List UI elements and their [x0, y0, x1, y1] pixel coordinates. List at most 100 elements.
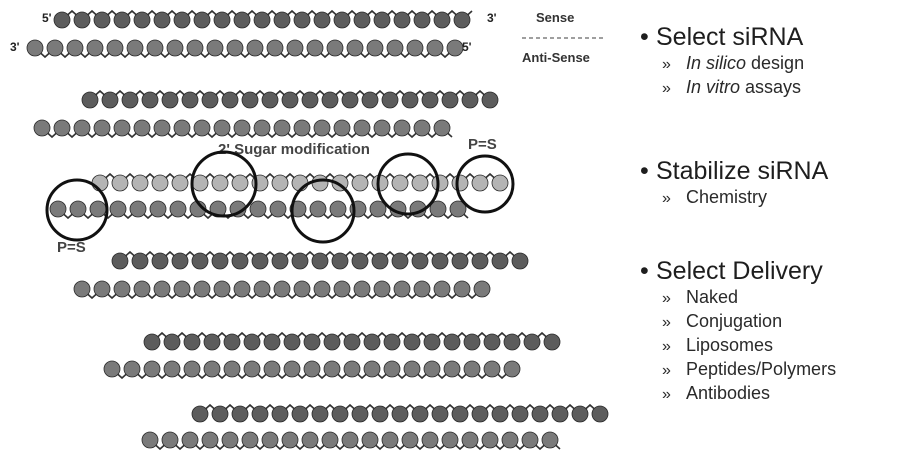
strand-antisense-4-bead: [473, 280, 491, 298]
strand-sense-2-bead: [461, 91, 479, 109]
strand-antisense-1-bead: [306, 39, 324, 57]
group-stabilize-sirna: •Stabilize siRNA »Chemistry: [640, 156, 828, 210]
strand-sense-6-bead: [411, 405, 429, 423]
label-sense-5prime: 5': [42, 11, 52, 25]
strand-antisense-6-bead: [241, 431, 259, 449]
strand-sense-5-bead: [503, 333, 521, 351]
strand-sense-6-bead: [471, 405, 489, 423]
strand-antisense-6-bead: [221, 431, 239, 449]
strand-sense-4-bead: [351, 252, 369, 270]
strand-sense-1-bead: [213, 11, 231, 29]
strand-sense-2-bead: [121, 91, 139, 109]
strand-sense-3-bead: [451, 174, 469, 192]
strand-antisense-1-bead: [326, 39, 344, 57]
strand-antisense-6-bead: [441, 431, 459, 449]
strand-sense-5-bead: [283, 333, 301, 351]
strand-sense-4-bead: [171, 252, 189, 270]
strand-antisense-2-bead: [213, 119, 231, 137]
bullet-glyph: •: [640, 23, 649, 51]
strand-sense-1-bead: [153, 11, 171, 29]
strand-sense-2: [81, 89, 499, 109]
strand-antisense-1-bead: [246, 39, 264, 57]
strand-sense-6-bead: [231, 405, 249, 423]
strand-antisense-2-bead: [193, 119, 211, 137]
strand-antisense-3-bead: [449, 200, 467, 218]
strand-sense-2-bead: [321, 91, 339, 109]
strand-sense-5-bead: [383, 333, 401, 351]
strand-sense-1-bead: [353, 11, 371, 29]
strand-sense-4-bead: [371, 252, 389, 270]
strand-antisense-4-bead: [133, 280, 151, 298]
strand-sense-1-bead: [193, 11, 211, 29]
group-select-delivery: •Select Delivery »Naked »Conjugation »Li…: [640, 256, 836, 406]
strand-antisense-1-bead: [266, 39, 284, 57]
strand-antisense-6-bead: [161, 431, 179, 449]
sub-bullet-glyph: »: [662, 56, 671, 73]
strand-sense-1-bead: [413, 11, 431, 29]
strand-sense-4-bead: [431, 252, 449, 270]
strand-sense-2-bead: [101, 91, 119, 109]
strand-sense-1: [53, 9, 473, 29]
strand-sense-6-bead: [391, 405, 409, 423]
strand-antisense-1-bead: [166, 39, 184, 57]
strand-sense-6-bead: [311, 405, 329, 423]
item-in-silico-design: »In silico design: [662, 52, 804, 76]
strand-antisense-2-bead: [373, 119, 391, 137]
strand-antisense-4-bead: [73, 280, 91, 298]
strand-sense-1-bead: [273, 11, 291, 29]
strand-sense-5-bead: [523, 333, 541, 351]
strand-antisense-4-bead: [453, 280, 471, 298]
strand-sense-4-bead: [291, 252, 309, 270]
strand-antisense-5-bead: [343, 360, 361, 378]
strand-antisense-5-bead: [123, 360, 141, 378]
item-text: Peptides/Polymers: [686, 359, 837, 379]
strand-antisense-1-bead: [406, 39, 424, 57]
strand-sense-2-bead: [301, 91, 319, 109]
strand-antisense-5-bead: [463, 360, 481, 378]
strand-antisense-2-bead: [173, 119, 191, 137]
strand-antisense-2-bead: [353, 119, 371, 137]
strand-antisense-4-bead: [233, 280, 251, 298]
strand-sense-2-bead: [281, 91, 299, 109]
strand-sense-1-bead: [433, 11, 451, 29]
label-antisense-3prime: 3': [10, 40, 20, 54]
sub-bullet-glyph: »: [662, 314, 671, 331]
strand-sense-4-bead: [331, 252, 349, 270]
strand-antisense-3-bead: [109, 200, 127, 218]
strand-sense-3-bead: [391, 174, 409, 192]
strand-sense-6-bead: [451, 405, 469, 423]
strand-antisense-5-bead: [183, 360, 201, 378]
strand-antisense-6-bead: [281, 431, 299, 449]
strand-sense-3-bead: [491, 174, 509, 192]
item-emphasis: In silico: [686, 53, 747, 73]
heading-select-delivery: •Select Delivery: [640, 256, 836, 286]
strand-sense-4-bead: [191, 252, 209, 270]
strand-sense-1-bead: [113, 11, 131, 29]
strand-sense-1-bead: [173, 11, 191, 29]
strand-sense-2-bead: [421, 91, 439, 109]
strand-sense-6-bead: [511, 405, 529, 423]
legend-sense: Sense: [536, 10, 574, 25]
strand-antisense-1-bead: [126, 39, 144, 57]
strand-sense-5-bead: [243, 333, 261, 351]
strand-sense-2-bead: [441, 91, 459, 109]
strand-antisense-2-bead: [273, 119, 291, 137]
strand-sense-5-bead: [463, 333, 481, 351]
strand-sense-5-bead: [223, 333, 241, 351]
strand-antisense-2-bead: [313, 119, 331, 137]
strand-antisense-4-bead: [93, 280, 111, 298]
strand-antisense-2-bead: [333, 119, 351, 137]
strand-sense-2-bead: [181, 91, 199, 109]
sub-bullet-glyph: »: [662, 190, 671, 207]
strand-sense-2-bead: [161, 91, 179, 109]
item-text: Liposomes: [686, 335, 774, 355]
strand-antisense-4-bead: [273, 280, 291, 298]
strand-antisense-5-bead: [383, 360, 401, 378]
strand-sense-3-bead: [351, 174, 369, 192]
strand-sense-5-bead: [183, 333, 201, 351]
strand-sense-1-bead: [253, 11, 271, 29]
strand-antisense-6-bead: [321, 431, 339, 449]
item-text: Conjugation: [686, 311, 783, 331]
item-emphasis: In vitro: [686, 77, 741, 97]
